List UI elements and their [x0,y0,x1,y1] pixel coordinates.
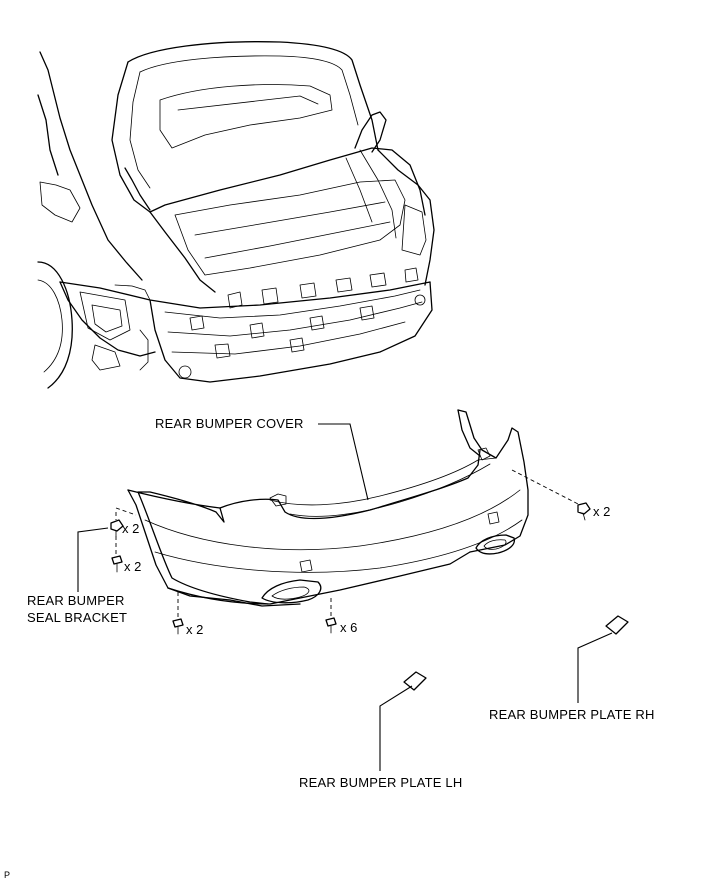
seal-bracket-label-line2: SEAL BRACKET [27,610,128,625]
bracket-upper-quantity: x 2 [122,521,140,536]
clip-icon [110,519,124,537]
corner-mark: P [4,870,11,880]
vehicle-rear-illustration [37,41,435,389]
rear-bumper-cover-illustration [127,409,529,607]
bracket-lower-quantity: x 2 [124,559,142,574]
bumper-plate-icons [403,615,629,691]
plate-lh-icon [403,671,427,691]
assembly-dashed-lines [115,469,581,618]
plate-rh-icon [605,615,629,635]
bolt-icon [111,555,123,573]
bumper-plate-rh-label: REAR BUMPER PLATE RH [489,707,655,722]
leader-lines [77,423,613,771]
screw-icon [577,502,591,521]
bolt-icon [325,617,337,634]
fastener-icons [110,502,591,635]
bolt-icon [172,618,184,635]
bumper-plate-lh-label: REAR BUMPER PLATE LH [299,775,463,790]
bottom-left-quantity: x 2 [186,622,204,637]
bottom-center-quantity: x 6 [340,620,358,635]
right-fastener-quantity: x 2 [593,504,611,519]
rear-bumper-cover-label: REAR BUMPER COVER [155,416,304,431]
seal-bracket-label-line1: REAR BUMPER [27,593,125,608]
